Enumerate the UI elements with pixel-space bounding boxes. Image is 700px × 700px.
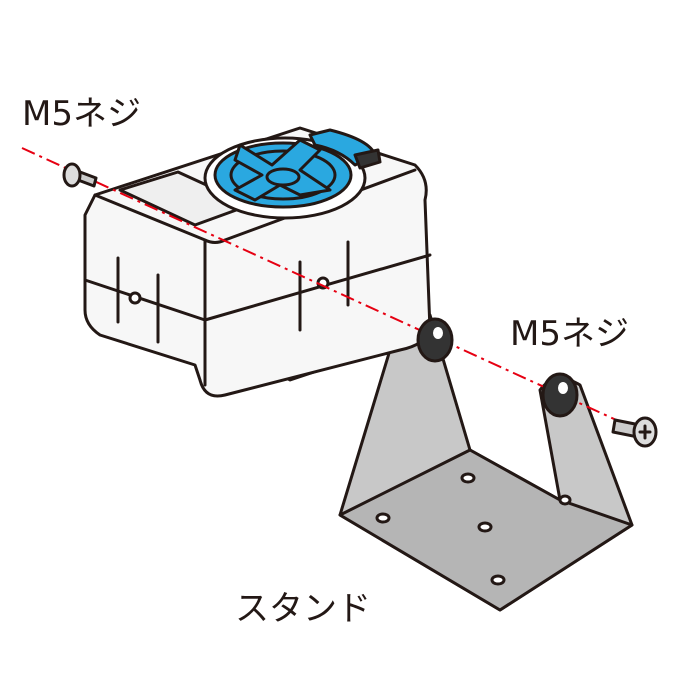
- hole-icon: [490, 574, 506, 586]
- hole-icon: [477, 521, 493, 533]
- screw-left-icon: [62, 162, 98, 188]
- washer-icon: [416, 317, 579, 418]
- stand-label: スタンド: [235, 589, 371, 629]
- axis-line: [21, 147, 661, 441]
- hole-icon: [558, 494, 572, 506]
- hole-icon: [375, 512, 391, 524]
- fan: [203, 128, 382, 220]
- hole-icon: [460, 472, 476, 484]
- screw-right-icon: [611, 416, 658, 448]
- screw-label-left: M5ネジ: [22, 94, 141, 134]
- screw-label-right: M5ネジ: [510, 314, 629, 354]
